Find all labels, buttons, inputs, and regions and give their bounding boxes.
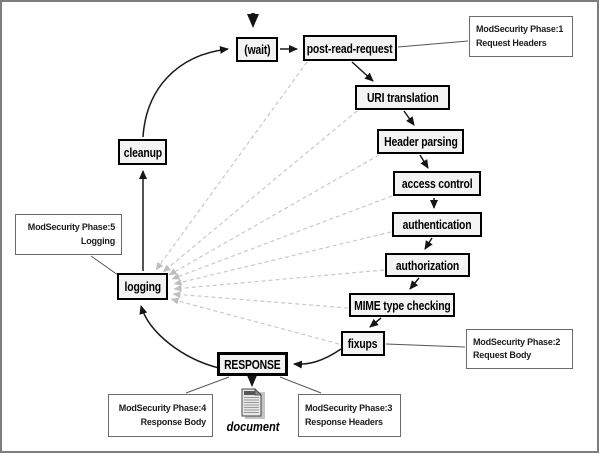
flow-arrows: [139, 13, 438, 387]
document-icon: [241, 388, 265, 419]
node-fixups: fixups: [341, 331, 385, 356]
node-response-label: RESPONSE: [224, 356, 281, 372]
note-phase-3-line-1: ModSecurity Phase:3: [305, 403, 393, 413]
node-authorization-label: authorization: [395, 257, 460, 273]
note-modsecurity-phase-2: ModSecurity Phase:2 Request Body: [466, 329, 573, 369]
node-access-control: access control: [393, 171, 481, 196]
document-label: document: [226, 419, 280, 434]
node-logging: logging: [117, 273, 168, 300]
note-phase-2-line-1: ModSecurity Phase:2: [473, 336, 561, 347]
note-modsecurity-phase-1: ModSecurity Phase:1 Request Headers: [469, 16, 573, 57]
node-logging-label: logging: [124, 279, 161, 294]
dashed-logging-links: [155, 61, 393, 345]
note-phase-3-line-2: Response Headers: [305, 416, 383, 427]
node-cleanup-label: cleanup: [123, 144, 162, 160]
node-fixups-label: fixups: [348, 336, 378, 351]
node-header-parsing: Header parsing: [377, 129, 464, 154]
note-phase-1-line-1: ModSecurity Phase:1: [476, 24, 564, 34]
node-mime-type-checking: MIME type checking: [349, 293, 455, 317]
note-phase-1-line-2: Request Headers: [476, 37, 547, 48]
note-phase-4-line-2: Response Body: [140, 416, 207, 427]
node-uri-translation-label: URI translation: [366, 90, 439, 105]
note-modsecurity-phase-5: ModSecurity Phase:5 Logging: [15, 214, 122, 255]
node-cleanup: cleanup: [118, 139, 167, 165]
node-response: RESPONSE: [217, 352, 288, 376]
node-access-control-label: access control: [401, 176, 473, 191]
note-modsecurity-phase-3: ModSecurity Phase:3 Response Headers: [298, 394, 401, 437]
note-phase-5-line-1: ModSecurity Phase:5: [27, 222, 115, 232]
node-authentication: authentication: [392, 212, 482, 237]
note-phase-4-line-1: ModSecurity Phase:4: [118, 403, 206, 413]
node-authentication-label: authentication: [402, 217, 472, 232]
node-uri-translation: URI translation: [355, 85, 450, 110]
note-phase-5-line-2: Logging: [80, 235, 115, 246]
note-modsecurity-phase-4: ModSecurity Phase:4 Response Body: [108, 394, 213, 437]
note-phase-2-line-2: Request Body: [473, 350, 532, 360]
node-wait-label: (wait): [243, 42, 271, 57]
node-mime-type-checking-label: MIME type checking: [353, 297, 451, 313]
node-post-read-request: post-read-request: [303, 35, 397, 61]
annotation-links: [90, 40, 469, 394]
node-header-parsing-label: Header parsing: [383, 134, 458, 149]
node-authorization: authorization: [385, 253, 470, 277]
node-post-read-request-label: post-read-request: [307, 40, 393, 56]
node-wait: (wait): [236, 37, 278, 62]
